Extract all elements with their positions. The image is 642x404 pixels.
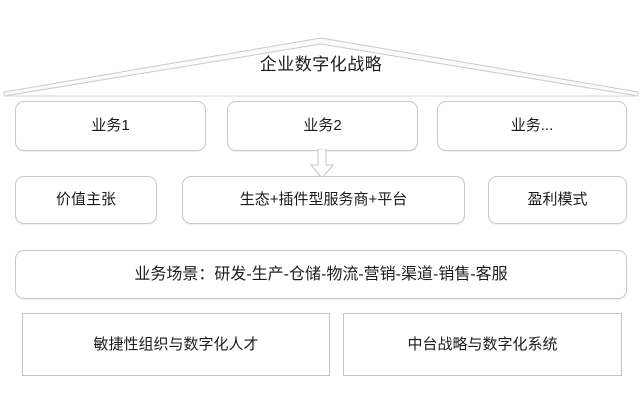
- profit-model-box[interactable]: 盈利模式: [488, 176, 627, 224]
- page-title: 企业数字化战略: [259, 55, 383, 74]
- ecosystem-platform-label: 生态+插件型服务商+平台: [239, 191, 408, 208]
- midplatform-strategy-label: 中台战略与数字化系统: [407, 335, 558, 353]
- business-box-1-label: 业务1: [91, 117, 130, 134]
- midplatform-strategy-box[interactable]: 中台战略与数字化系统: [343, 313, 622, 376]
- agile-organization-label: 敏捷性组织与数字化人才: [93, 335, 259, 353]
- value-proposition-label: 价值主张: [55, 191, 116, 208]
- roof-pediment: [0, 30, 642, 98]
- business-box-1[interactable]: 业务1: [15, 101, 206, 151]
- down-arrow-icon: [309, 149, 335, 179]
- business-box-3[interactable]: 业务...: [437, 101, 627, 151]
- business-scenarios-box[interactable]: 业务场景：研发-生产-仓储-物流-营销-渠道-销售-客服: [15, 250, 627, 299]
- value-proposition-box[interactable]: 价值主张: [15, 176, 157, 224]
- business-box-3-label: 业务...: [510, 117, 554, 134]
- profit-model-label: 盈利模式: [527, 191, 588, 208]
- ecosystem-platform-box[interactable]: 生态+插件型服务商+平台: [182, 176, 465, 224]
- business-box-2-label: 业务2: [303, 117, 342, 134]
- agile-organization-box[interactable]: 敏捷性组织与数字化人才: [22, 313, 330, 376]
- roof-outline: [3, 37, 639, 97]
- business-box-2[interactable]: 业务2: [227, 101, 418, 151]
- business-scenarios-label: 业务场景：研发-生产-仓储-物流-营销-渠道-销售-客服: [134, 265, 508, 283]
